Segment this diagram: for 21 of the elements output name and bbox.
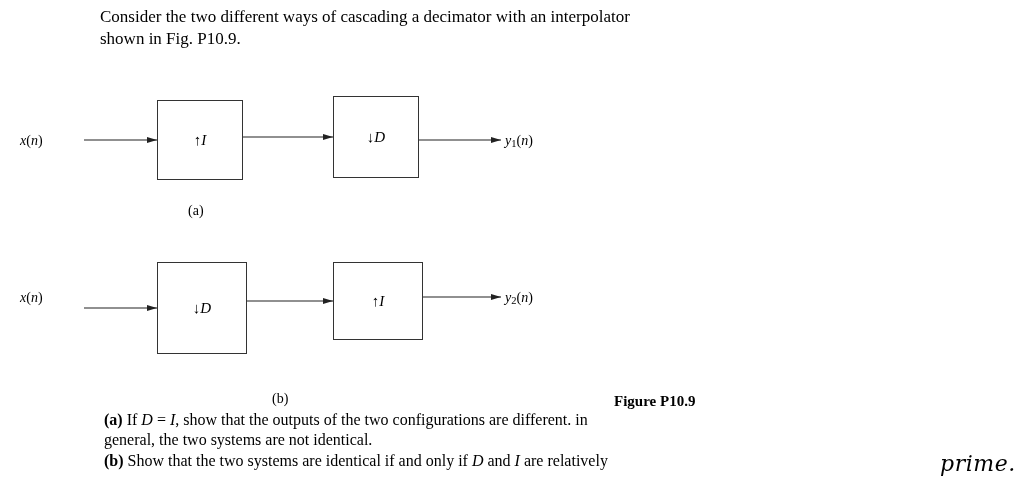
problem-text: (b) Show that the two systems are identical if and only if D and I are relatively (104, 451, 608, 471)
subfigure-label: (b) (272, 390, 289, 408)
arrow (83, 305, 158, 311)
block-box: ↑I (333, 262, 423, 340)
block-box: ↓D (333, 96, 419, 178)
signal-label: x(n) (20, 128, 80, 152)
arrow (83, 137, 158, 143)
subfigure-label: (a) (188, 202, 204, 220)
handwritten-note: prime. (940, 450, 1016, 478)
problem-text: Consider the two different ways of cascading a decimator with an interpolator shown in Fig. P10.9. (100, 6, 631, 50)
block-box: ↑I (157, 100, 243, 180)
signal-label: y$_{2}$(n) (505, 285, 565, 309)
arrow (422, 294, 502, 300)
arrow (246, 298, 334, 304)
signal-label: y$_{1}$(n) (505, 128, 565, 152)
block-box: ↓D (157, 262, 247, 354)
figure-caption: Figure P10.9 (614, 392, 696, 411)
problem-text: (a) If D = I, show that the outputs of the two configurations are different. in general, the two systems are not identical. (104, 410, 589, 450)
arrow (242, 134, 334, 140)
arrow (418, 137, 502, 143)
signal-label: x(n) (20, 285, 80, 309)
